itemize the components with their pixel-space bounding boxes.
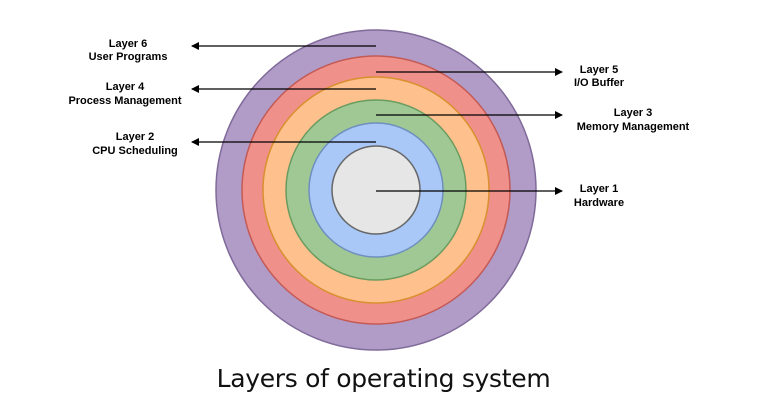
layer-2-desc: CPU Scheduling <box>92 145 178 157</box>
layer-1-title: Layer 1 <box>580 183 619 195</box>
layer-6-desc: User Programs <box>89 51 168 63</box>
label-layer-1: Layer 1 Hardware <box>574 183 624 209</box>
diagram-caption: Layers of operating system <box>216 364 551 393</box>
layer-1-desc: Hardware <box>574 197 624 209</box>
layer-5-title: Layer 5 <box>580 64 619 76</box>
label-layer-2: Layer 2 CPU Scheduling <box>92 131 178 157</box>
layer-2-title: Layer 2 <box>116 131 155 143</box>
label-layer-3: Layer 3 Memory Management <box>577 107 690 133</box>
label-layer-6: Layer 6 User Programs <box>89 38 168 63</box>
ring-layer-1 <box>331 145 421 235</box>
label-layer-4: Layer 4 Process Management <box>68 81 181 107</box>
label-layer-5: Layer 5 I/O Buffer <box>574 64 625 89</box>
layer-5-desc: I/O Buffer <box>574 77 625 89</box>
layer-4-desc: Process Management <box>68 95 181 107</box>
layer-4-title: Layer 4 <box>106 81 145 93</box>
layer-3-title: Layer 3 <box>614 107 653 119</box>
layer-6-title: Layer 6 <box>109 38 148 50</box>
layer-3-desc: Memory Management <box>577 121 690 133</box>
